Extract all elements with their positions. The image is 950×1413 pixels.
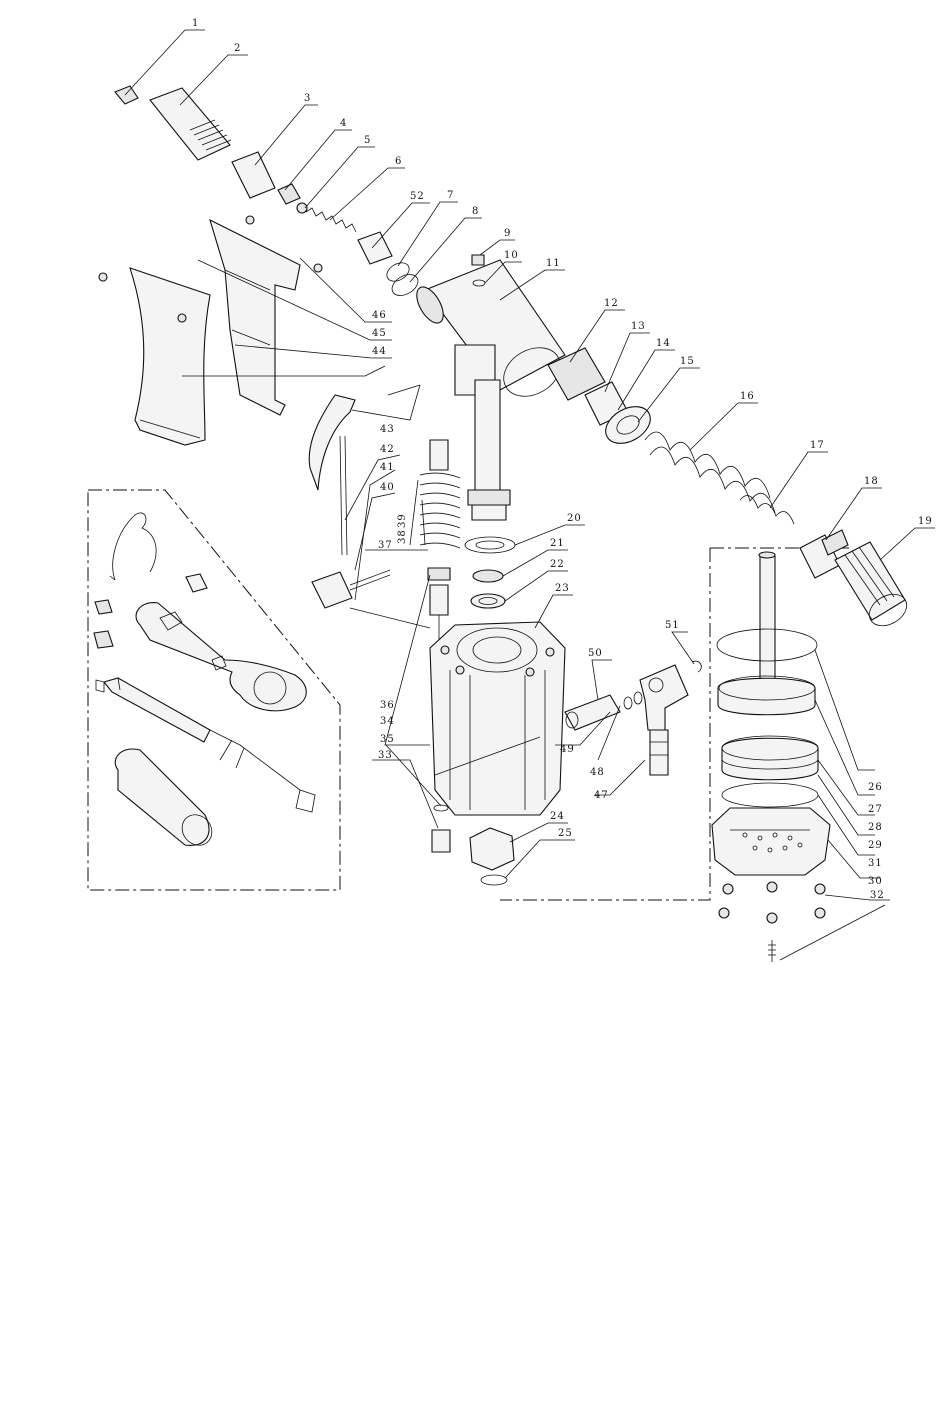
callout-38: 38 [397,529,408,544]
callout-22: 22 [550,559,565,570]
callout-19: 19 [918,516,933,527]
part-piston-27 [718,676,815,715]
callout-7: 7 [447,190,454,201]
callout-12: 12 [604,298,619,309]
part-connector-47 [650,730,668,775]
part-handle-shell-right [210,220,300,415]
callout-18: 18 [864,476,879,487]
callout-2: 2 [234,43,241,54]
part-trigger-rod-42 [340,436,347,555]
callout-42: 42 [380,444,395,455]
callout-45: 45 [372,328,387,339]
part-oring-25 [481,875,507,885]
part-nut-24 [470,828,514,870]
part-pin-45 [388,385,420,395]
part-oring-48-49 [624,692,642,709]
callout-43: 43 [380,424,395,435]
part-gasket-31 [722,783,818,807]
callout-9: 9 [504,228,511,239]
callout-49: 49 [560,744,575,755]
part-piston-rod [759,552,775,690]
callout-11: 11 [546,258,561,269]
callout-46: 46 [372,310,387,321]
callout-40: 40 [380,482,395,493]
callout-16: 16 [740,391,755,402]
part-base-plate-30 [712,808,830,875]
callout-21: 21 [550,538,565,549]
callout-30: 30 [868,876,883,887]
callout-10: 10 [504,250,519,261]
part-valve-block-40 [312,570,390,608]
accessory-nozzle-large [94,631,113,648]
part-handle-shell-left [130,268,210,445]
callout-17: 17 [810,440,825,451]
callout-28: 28 [868,822,883,833]
part-air-valve [565,695,620,730]
part-seal-ring-7-8 [384,259,422,300]
part-screws-32 [719,882,825,962]
callout-36: 36 [380,700,395,711]
part-fitting-18 [800,530,848,578]
callout-25: 25 [558,828,573,839]
callout-41: 41 [380,462,395,473]
callout-39: 39 [397,513,408,528]
callout-51: 51 [665,620,680,631]
part-jaw [278,184,300,204]
callout-5: 5 [364,135,371,146]
part-cylinder-28-29 [722,736,818,780]
callout-50: 50 [588,648,603,659]
part-nosepiece [115,86,138,104]
callout-29: 29 [868,840,883,851]
callout-3: 3 [304,93,311,104]
leader-40 [355,493,395,570]
accessory-cap [115,749,218,851]
part-trigger-43 [309,395,355,490]
callout-44: 44 [372,346,387,357]
part-end-cap-19 [835,542,912,632]
part-bushing-33 [432,830,450,852]
accessory-wrench [136,603,306,711]
callout-23: 23 [555,583,570,594]
callout-32: 32 [870,890,885,901]
callout-27: 27 [868,804,883,815]
callout-47: 47 [594,790,609,801]
part-valve-stem [420,440,460,640]
leader-43 [352,385,420,420]
callout-34: 34 [380,716,395,727]
part-frame-head [150,88,231,160]
callout-1: 1 [192,18,199,29]
callout-35: 35 [380,734,395,745]
part-washer-20 [465,537,515,553]
callout-48: 48 [590,767,605,778]
callout-15: 15 [680,356,695,367]
part-screw-9 [472,255,484,265]
callout-8: 8 [472,206,479,217]
accessory-clip [110,513,156,580]
callout-24: 24 [550,811,565,822]
callout-33: 33 [378,750,393,761]
callout-52: 52 [410,191,425,202]
part-jaw-housing [232,152,275,198]
callout-13: 13 [631,321,646,332]
leader-line-340 [350,608,430,628]
callout-37: 37 [378,540,393,551]
part-seal-21 [473,570,503,582]
part-coupling [358,232,392,264]
accessory-nozzle-small [95,600,112,614]
callout-14: 14 [656,338,671,349]
part-oil-tube [468,380,510,520]
callout-6: 6 [395,156,402,167]
leader-44 [182,366,385,376]
callout-26: 26 [868,782,883,793]
part-reservoir-body [430,622,565,815]
part-elbow-fitting [640,665,688,730]
part-seal-22 [471,594,505,608]
callout-31: 31 [868,858,883,869]
accessory-nose-piece [186,574,207,592]
callout-4: 4 [340,118,347,129]
part-spring-17 [740,496,794,525]
callout-20: 20 [567,513,582,524]
part-spring-16 [645,432,775,513]
